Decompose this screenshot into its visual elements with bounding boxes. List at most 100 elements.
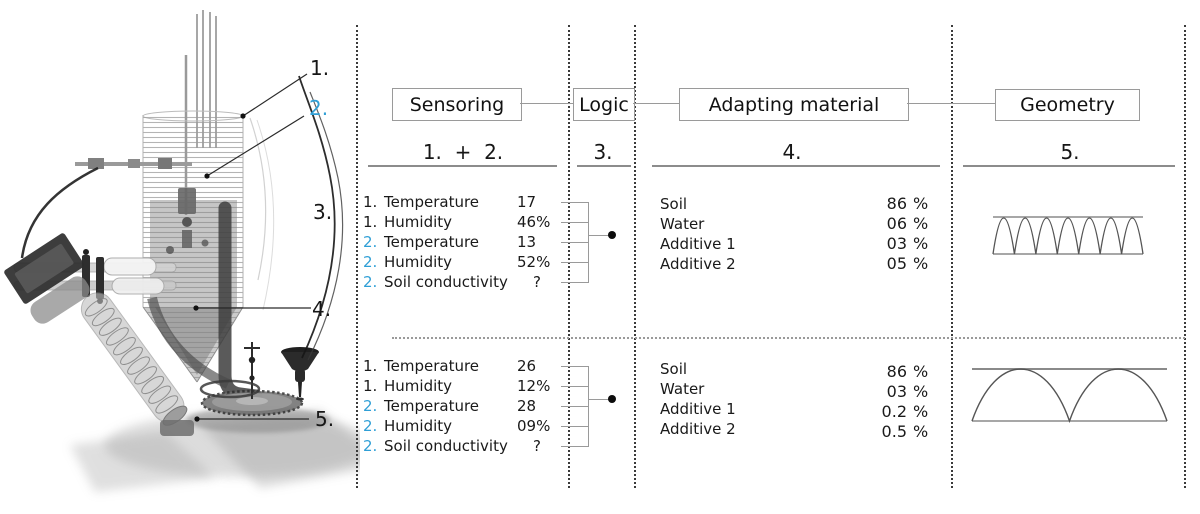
bracket-line — [561, 242, 589, 243]
sensor-row: 2.Temperature 13 — [363, 232, 603, 252]
sensor-name: Humidity — [384, 253, 453, 271]
callout-label-5: 5. — [315, 407, 335, 431]
sensor-name: Humidity — [384, 377, 453, 395]
sensor-value: 28 — [517, 397, 537, 415]
sensor-name: Humidity — [384, 213, 453, 231]
material-value: 86 — [886, 362, 907, 381]
spindle — [244, 342, 260, 399]
material-row: Additive 1 03 % — [660, 234, 936, 254]
section-underline-5 — [963, 165, 1175, 167]
sensor-row: 1. Temperature 26 — [363, 356, 603, 376]
material-row: Water 03 % — [660, 379, 936, 401]
callout-label-1: 1. — [310, 56, 330, 80]
bracket-line — [561, 386, 589, 387]
section-label-5: 5. — [1060, 140, 1080, 164]
loop-ring — [199, 379, 261, 399]
column-separator-1 — [356, 25, 358, 488]
material-row: Soil 86 % — [660, 194, 936, 214]
material-value: 05 — [886, 254, 907, 273]
sensor-value: 09% — [517, 417, 551, 435]
logic-node-dot — [608, 231, 616, 239]
sensor-name: Temperature — [384, 357, 480, 375]
wires — [20, 75, 344, 361]
section-underline-3 — [577, 165, 631, 167]
material-row: Additive 1 0.2 % — [660, 399, 936, 421]
material-unit: % — [913, 194, 929, 213]
bracket-line — [561, 282, 589, 283]
material-value: 03 — [886, 234, 907, 253]
sensor-num: 1. — [363, 357, 378, 375]
material-row: Additive 2 0.5 % — [660, 419, 936, 441]
sensor-row: 2.Soil conductivity ? — [363, 436, 603, 456]
sensor-row: 1.Temperature 17 — [363, 192, 603, 212]
sensor-name: Humidity — [384, 417, 453, 435]
bracket-spine — [588, 202, 589, 283]
material-unit: % — [913, 362, 929, 381]
material-unit: % — [913, 234, 929, 253]
material-value: 0.2 — [881, 402, 907, 421]
sensor-name: Temperature — [384, 233, 480, 251]
sensor-name: Temperature — [384, 193, 480, 211]
bracket-line — [561, 406, 589, 407]
sensor-row: 2.Humidity 52% — [363, 252, 603, 272]
sensor-name: Soil conductivity — [384, 273, 508, 291]
material-unit: % — [913, 214, 929, 233]
wave-low-frequency — [971, 368, 1168, 424]
column-separator-4 — [951, 25, 953, 488]
material-name: Water — [660, 215, 705, 233]
bracket-line — [561, 202, 589, 203]
sensor-name: Soil conductivity — [384, 437, 508, 455]
material-value: 06 — [886, 214, 907, 233]
flow-connector-3 — [907, 103, 995, 104]
flow-box-adapting-material: Adapting material — [679, 88, 909, 121]
section-underline-1-2 — [368, 165, 557, 167]
sensor-row: 1.Humidity 46% — [363, 212, 603, 232]
bracket-spine — [588, 366, 589, 447]
section-label-1-2: 1. + 2. — [422, 140, 504, 164]
logic-dot-line — [589, 235, 610, 236]
column-separator-2 — [568, 25, 570, 488]
flow-box-logic: Logic — [573, 88, 635, 121]
material-name: Additive 1 — [660, 235, 736, 253]
section-underline-4 — [652, 165, 940, 167]
sensor-value: 26 — [517, 357, 537, 375]
material-name: Soil — [660, 360, 688, 378]
material-unit: % — [913, 382, 929, 401]
bracket-line — [561, 446, 589, 447]
sensor-value: 17 — [517, 193, 537, 211]
sensor-value: ? — [533, 273, 541, 291]
sensor-value: 12% — [517, 377, 551, 395]
flow-box-geometry-label: Geometry — [1020, 94, 1115, 116]
section-label-4: 4. — [782, 140, 802, 164]
material-row: Water 06 % — [660, 214, 936, 234]
material-value: 86 — [886, 194, 907, 213]
flow-connector-1 — [520, 103, 573, 104]
material-unit: % — [913, 422, 929, 441]
sensor-name: Temperature — [384, 397, 480, 415]
material-row: Additive 2 05 % — [660, 254, 936, 274]
tube-end-cylinder — [160, 420, 194, 436]
sensor-num: 1. — [363, 213, 378, 231]
wave-high-frequency — [992, 216, 1144, 255]
bracket-line — [561, 366, 589, 367]
sensor-num: 2. — [363, 397, 378, 415]
column-separator-5 — [1184, 25, 1186, 488]
bracket-line — [561, 262, 589, 263]
flow-box-logic-label: Logic — [579, 93, 629, 116]
sensor-row: 2. Temperature 28 — [363, 396, 603, 416]
column-separator-3 — [634, 25, 636, 488]
sensor-num: 2. — [363, 437, 378, 455]
bracket-line — [561, 426, 589, 427]
sensor-row: 1.Humidity 12% — [363, 376, 603, 396]
sensor-num: 2. — [363, 233, 378, 251]
section-label-3: 3. — [593, 140, 613, 164]
callout-leader-lines — [196, 73, 311, 420]
logic-node-dot — [608, 395, 616, 403]
flow-box-sensoring-label: Sensoring — [409, 93, 505, 116]
flow-box-geometry: Geometry — [995, 89, 1140, 121]
material-unit: % — [913, 402, 929, 421]
ground-shadows — [70, 407, 360, 492]
material-row: Soil 86 % — [660, 359, 936, 381]
sensor-num: 2. — [363, 417, 378, 435]
row-separator — [392, 337, 1185, 339]
